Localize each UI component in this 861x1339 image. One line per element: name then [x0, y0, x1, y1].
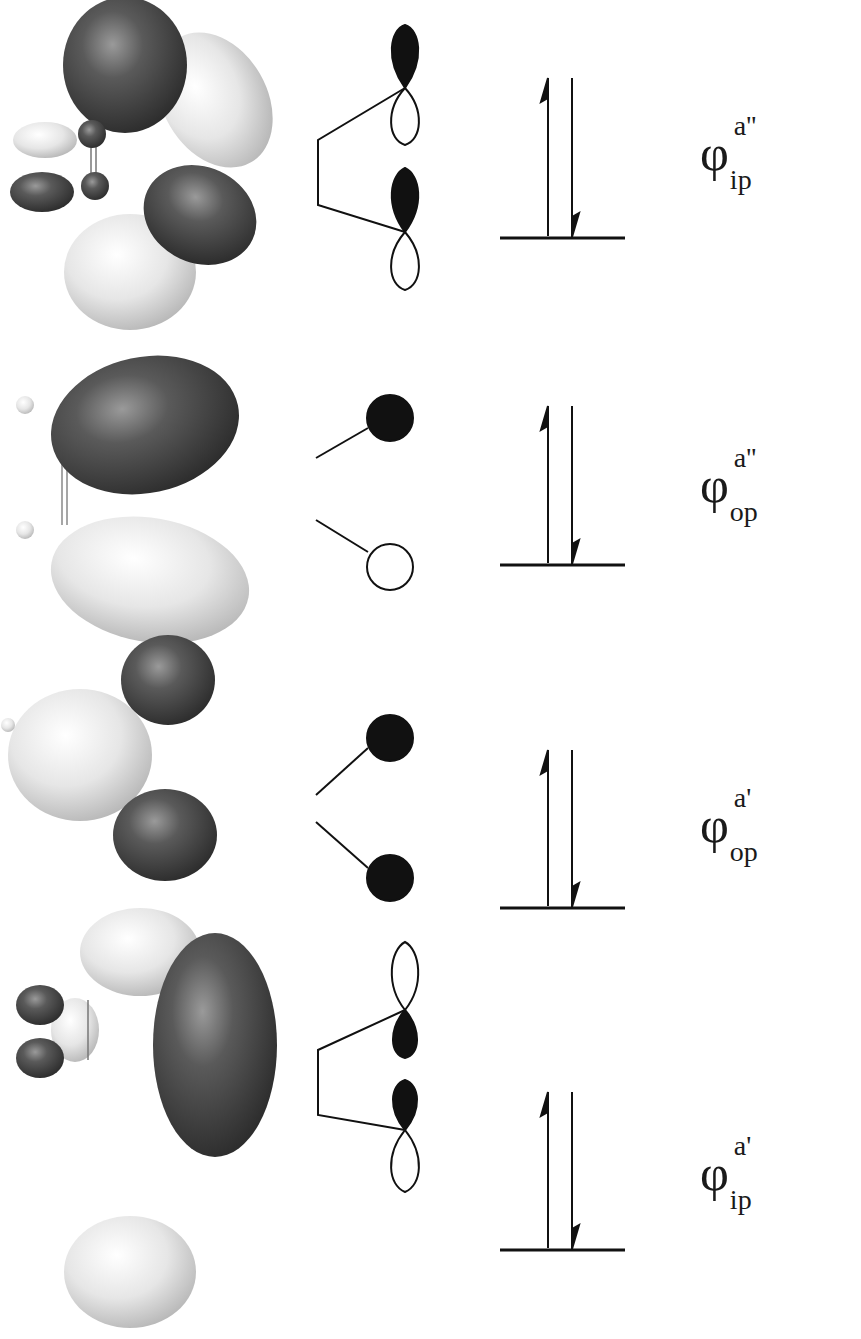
orbital-render [16, 908, 277, 1328]
orbital-symbol: φ [700, 460, 729, 510]
orbital-superscript: a' [734, 1132, 751, 1160]
orbital-render [16, 339, 259, 659]
orbital-subscript: op [730, 498, 758, 526]
orbital-subscript: ip [730, 1186, 752, 1214]
orbital-superscript: a'' [734, 444, 757, 472]
orbital-sketch [316, 715, 413, 901]
electron-pair [541, 78, 579, 1249]
orbital-sketch [316, 395, 413, 590]
orbital-sketch [318, 942, 419, 1192]
orbital-render [10, 0, 296, 330]
energy-level [500, 238, 625, 1250]
orbital-render [1, 635, 217, 881]
orbital-symbol: φ [700, 800, 729, 850]
orbital-symbol: φ [700, 1148, 729, 1198]
orbital-subscript: op [730, 838, 758, 866]
orbital-symbol: φ [700, 128, 729, 178]
orbital-superscript: a' [734, 784, 751, 812]
orbital-sketch [318, 25, 419, 290]
orbital-subscript: ip [730, 166, 752, 194]
orbital-superscript: a'' [734, 112, 757, 140]
